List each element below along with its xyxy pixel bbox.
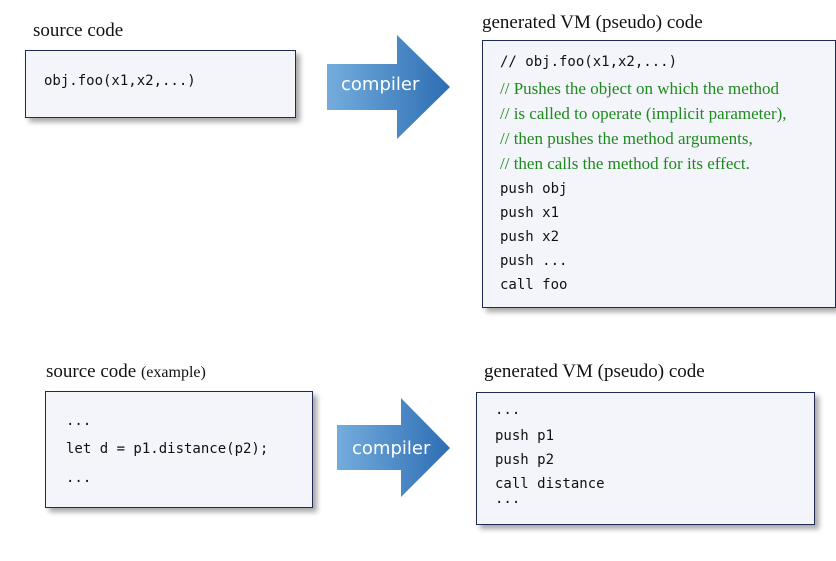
bottom-source-line: ... bbox=[66, 470, 92, 486]
top-vm-line: call foo bbox=[500, 277, 568, 293]
bottom-source-heading-suffix: (example) bbox=[140, 364, 206, 381]
bottom-vm-line: push p2 bbox=[495, 452, 555, 468]
top-output-box: // obj.foo(x1,x2,...) // Pushes the obje… bbox=[482, 40, 836, 308]
bottom-source-heading: source code (example) bbox=[46, 361, 206, 383]
top-compiler-arrow bbox=[327, 35, 450, 139]
bottom-output-heading: generated VM (pseudo) code bbox=[484, 361, 705, 382]
top-vm-line: push obj bbox=[500, 181, 568, 197]
top-output-first-line: // obj.foo(x1,x2,...) bbox=[500, 54, 678, 70]
bottom-source-box: ... let d = p1.distance(p2); ... bbox=[45, 391, 313, 508]
top-compiler-label: compiler bbox=[341, 74, 420, 95]
bottom-compiler-label: compiler bbox=[352, 438, 431, 459]
bottom-vm-line: ... bbox=[495, 402, 521, 418]
top-vm-line: push x2 bbox=[500, 229, 560, 245]
top-comment-line: // then pushes the method arguments, bbox=[500, 129, 753, 148]
top-comment-line: // is called to operate (implicit parame… bbox=[500, 104, 787, 123]
top-output-heading: generated VM (pseudo) code bbox=[482, 12, 703, 33]
bottom-vm-line: call distance bbox=[495, 476, 605, 492]
top-vm-line: push ... bbox=[500, 253, 568, 269]
bottom-compiler-arrow bbox=[337, 398, 450, 497]
top-comment-line: // Pushes the object on which the method bbox=[500, 79, 780, 98]
bottom-source-line: let d = p1.distance(p2); bbox=[66, 441, 269, 457]
top-source-heading: source code bbox=[33, 20, 124, 41]
bottom-vm-line: push p1 bbox=[495, 428, 555, 444]
bottom-source-line: ... bbox=[66, 413, 92, 429]
bottom-source-heading-main: source code bbox=[46, 361, 137, 382]
top-source-box: obj.foo(x1,x2,...) bbox=[25, 50, 296, 118]
bottom-vm-line: ... bbox=[495, 491, 521, 507]
bottom-output-box: ... push p1 push p2 call distance ... bbox=[476, 392, 815, 525]
top-comment-line: // then calls the method for its effect. bbox=[500, 154, 750, 173]
top-vm-line: push x1 bbox=[500, 205, 560, 221]
top-source-code: obj.foo(x1,x2,...) bbox=[44, 73, 196, 89]
